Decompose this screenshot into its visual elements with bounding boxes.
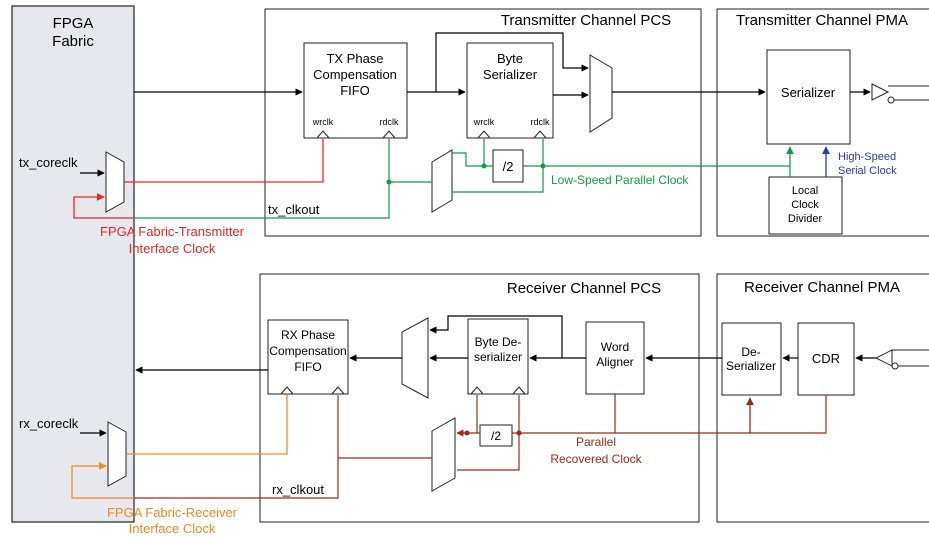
rx-output-mux xyxy=(401,317,429,399)
tx-interface-feedback xyxy=(73,193,134,219)
recovered-label-1: Parallel xyxy=(576,435,616,449)
recovered-junction-2 xyxy=(464,430,470,436)
byte-serializer-label-2: Serializer xyxy=(483,67,538,82)
tx-bypass-path xyxy=(435,32,589,92)
rx-clock-mux-out xyxy=(337,395,432,459)
tx-coreclk-label: tx_coreclk xyxy=(19,155,78,170)
low-speed-junction-3 xyxy=(386,179,392,185)
byte-deser-label-1: Byte De- xyxy=(475,335,522,349)
pma-deserializer-block xyxy=(721,322,782,396)
tx-buffer-bubble xyxy=(887,96,895,104)
high-speed-label-1: High-Speed xyxy=(838,151,896,163)
tx-div2-label: /2 xyxy=(503,159,514,174)
rx-interface-label-1: FPGA Fabric-Receiver xyxy=(107,505,238,520)
tx-clkout-line xyxy=(134,182,390,219)
cdr-block xyxy=(797,322,855,396)
tx-pma-box xyxy=(716,8,929,237)
rx-fifo-clk-tick-1 xyxy=(280,386,294,395)
byte-deser-label-2: serializer xyxy=(474,350,522,364)
rx-interface-clock-line xyxy=(126,395,288,455)
low-speed-to-ser-wrclk xyxy=(483,139,493,167)
tx-output-buffer-icon xyxy=(871,83,890,101)
tx-pma-title: Transmitter Channel PMA xyxy=(736,12,908,29)
aligner-label-2: Aligner xyxy=(596,355,633,369)
divider-label-1: Local xyxy=(792,185,818,197)
rx-pcs-box xyxy=(259,273,700,523)
rx-div2-label: /2 xyxy=(491,429,501,443)
tx-ser-rdclk: rdclk xyxy=(530,117,550,127)
tx-fifo-rdclk-tick xyxy=(382,130,396,139)
tx-interface-clock-line xyxy=(124,139,324,183)
rx-input-buffer-icon xyxy=(874,349,893,367)
tx-pcs-box xyxy=(264,8,702,237)
pma-serializer-label: Serializer xyxy=(781,85,836,100)
aligner-label-1: Word xyxy=(601,340,629,354)
tx-output-mux xyxy=(589,54,613,133)
tx-fifo-rdclk: rdclk xyxy=(379,117,399,127)
tx-fifo-wrclk-tick xyxy=(316,130,330,139)
tx-pcs-title: Transmitter Channel PCS xyxy=(501,12,671,29)
rx-clkout-line xyxy=(134,458,339,499)
rx-coreclk-mux xyxy=(107,421,127,487)
low-speed-junction-1 xyxy=(540,163,546,169)
tx-fifo-label-2: Compensation xyxy=(313,67,397,82)
tx-phase-fifo-block xyxy=(303,42,408,139)
low-speed-label: Low-Speed Parallel Clock xyxy=(551,173,689,187)
tx-coreclk-mux xyxy=(105,151,125,213)
local-clock-divider-block xyxy=(768,176,843,235)
rx-pma-title: Receiver Channel PMA xyxy=(744,279,900,296)
recovered-label-2: Recovered Clock xyxy=(550,452,642,466)
pma-deser-label-1: De- xyxy=(741,345,760,359)
recovered-junction-1 xyxy=(516,430,522,436)
recovered-clock-main xyxy=(512,395,827,434)
low-speed-to-clock-mux xyxy=(452,166,544,193)
rx-pcs-title: Receiver Channel PCS xyxy=(507,280,661,297)
tx-clkout-label: tx_clkout xyxy=(268,202,320,217)
recovered-to-rx-mux xyxy=(457,433,520,471)
rx-div2-block xyxy=(479,424,513,447)
rx-pma-box xyxy=(716,273,929,523)
tx-ser-wrclk-tick xyxy=(477,130,491,139)
cdr-label: CDR xyxy=(812,351,840,366)
rx-fifo-label-3: FIFO xyxy=(294,360,321,374)
tx-interface-label-1: FPGA Fabric-Transmitter xyxy=(100,224,245,239)
rx-bypass-path xyxy=(429,315,563,358)
clock-mux-to-fifo-rdclk xyxy=(388,139,432,183)
rx-fifo-label-1: RX Phase xyxy=(281,328,335,342)
rx-fifo-clk-tick-2 xyxy=(331,386,345,395)
divider-label-3: Divider xyxy=(788,213,823,225)
tx-interface-label-2: Interface Clock xyxy=(129,241,216,256)
tx-ser-wrclk: wrclk xyxy=(473,117,495,127)
fabric-title-line2: Fabric xyxy=(52,33,94,50)
rx-buffer-bubble xyxy=(891,362,899,370)
byte-deserializer-block xyxy=(467,318,529,395)
rx-coreclk-label: rx_coreclk xyxy=(19,416,79,431)
rx-fifo-label-2: Compensation xyxy=(269,344,346,358)
rx-interface-label-2: Interface Clock xyxy=(129,521,216,536)
rx-clkout-label: rx_clkout xyxy=(272,482,324,497)
tx-fifo-label-3: FIFO xyxy=(340,83,370,98)
tx-ser-rdclk-tick xyxy=(533,130,547,139)
rx-clock-mux xyxy=(431,417,456,492)
byte-serializer-block xyxy=(466,42,554,139)
pma-deser-label-2: Serializer xyxy=(726,359,776,373)
rx-deser-clk-tick-1 xyxy=(470,386,484,395)
rx-phase-fifo-block xyxy=(267,319,349,395)
tx-fifo-label-1: TX Phase xyxy=(326,51,383,66)
tx-clock-mux xyxy=(431,149,453,213)
pma-serializer-block xyxy=(766,49,851,145)
fabric-title-line1: FPGA xyxy=(53,15,94,32)
rx-interface-feedback xyxy=(71,462,134,499)
low-speed-junction-2 xyxy=(481,163,487,169)
tx-fifo-wrclk: wrclk xyxy=(312,117,334,127)
word-aligner-block xyxy=(585,321,645,395)
rx-deser-clk-tick-2 xyxy=(512,386,526,395)
divider-label-2: Clock xyxy=(791,199,819,211)
byte-serializer-label-1: Byte xyxy=(497,51,523,66)
div2-to-clock-mux xyxy=(452,152,484,167)
high-speed-label-2: Serial Clock xyxy=(838,165,897,177)
